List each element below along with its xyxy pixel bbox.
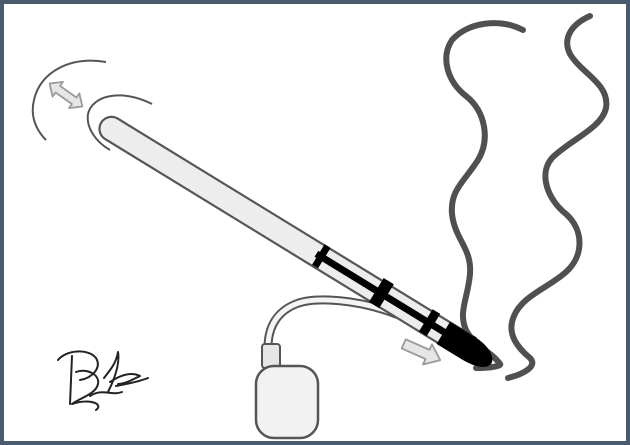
electrode-2 [369, 278, 394, 309]
tissue-wall-right [505, 13, 610, 381]
rotation-arc-inner [86, 94, 153, 151]
handle-collar [261, 343, 281, 369]
rotation-arc-outer [31, 59, 107, 141]
instrument-cable-inner [265, 297, 399, 351]
handle-body [254, 364, 320, 440]
electrode-1 [312, 244, 331, 269]
double-headed-arrow-icon [48, 80, 84, 110]
electrode-array [312, 244, 451, 338]
instrument-tip [436, 321, 493, 367]
electrode-3 [418, 309, 441, 337]
right-arrow-icon [400, 338, 442, 366]
handwritten-signature [57, 350, 149, 411]
